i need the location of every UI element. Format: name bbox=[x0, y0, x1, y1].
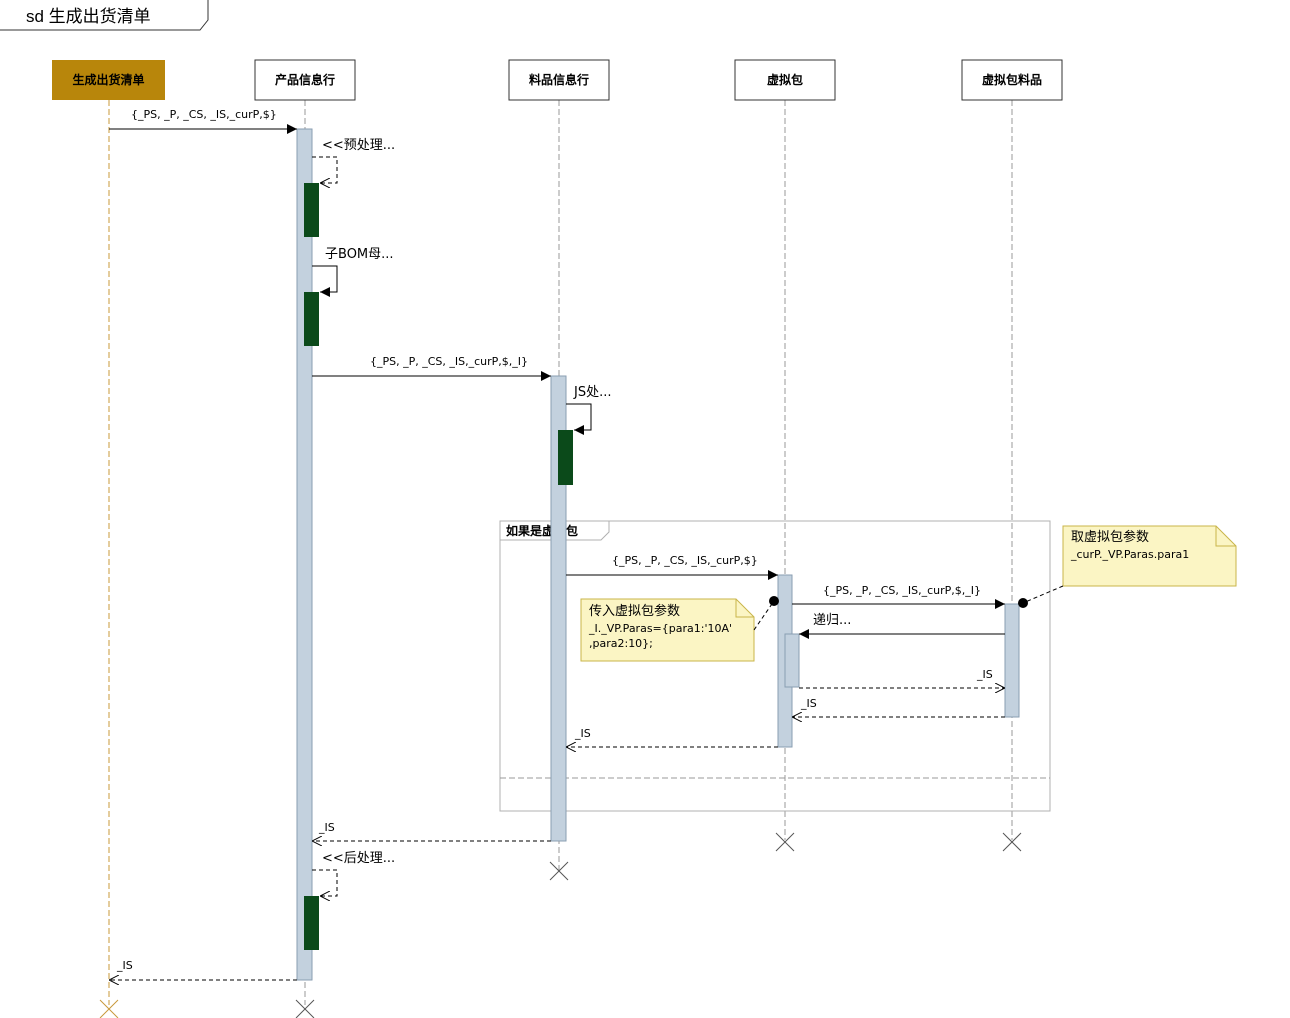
note-get-params-title: 取虚拟包参数 bbox=[1071, 529, 1149, 545]
frame-title-tab: sd 生成出货清单 bbox=[0, 0, 209, 31]
msg-3-label: {_PS, _P, _CS, _IS,_curP,$} bbox=[612, 554, 758, 567]
self-js-arrow bbox=[566, 403, 592, 435]
material-row-label: 料品信息行 bbox=[529, 72, 589, 87]
note-get-params-connector bbox=[1022, 585, 1064, 604]
return-is-3-label: _IS bbox=[574, 727, 591, 740]
self-post-arrow bbox=[312, 869, 338, 896]
virtual-pkg-head bbox=[734, 59, 836, 101]
note-get-params: 取虚拟包参数 _curP._VP.Paras.para1 bbox=[1018, 525, 1237, 608]
activations bbox=[296, 128, 1020, 981]
return-is-4-label: _IS bbox=[318, 821, 335, 834]
note-pass-params-title: 传入虚拟包参数 bbox=[589, 603, 680, 619]
destroy-marker-virtual-pkg-material bbox=[1002, 832, 1022, 852]
note-pass-params-line2: ,para2:10}; bbox=[589, 637, 653, 650]
self-activation-post bbox=[304, 896, 319, 950]
virtual-pkg-material-label: 虚拟包料品 bbox=[982, 72, 1042, 87]
activation-virtual-pkg-recursive bbox=[784, 633, 800, 688]
messages: {_PS, _P, _CS, _IS,_curP,$} <<预处理... 子BO… bbox=[109, 108, 1005, 980]
note-get-params-box bbox=[1062, 525, 1237, 587]
product-row-head bbox=[254, 59, 356, 101]
note-pass-params-connector bbox=[753, 600, 775, 631]
self-activation-pre bbox=[304, 183, 319, 237]
self-bom-arrow bbox=[312, 265, 338, 297]
activation-virtual-pkg-material bbox=[1004, 603, 1020, 718]
return-is-1-label: _IS bbox=[976, 668, 993, 681]
self-activation-js bbox=[558, 430, 573, 485]
self-pre-label: <<预处理... bbox=[322, 138, 395, 153]
activation-material-row bbox=[550, 375, 567, 842]
product-row-label: 产品信息行 bbox=[275, 72, 335, 87]
virtual-pkg-label: 虚拟包 bbox=[767, 72, 803, 87]
activation-product-row bbox=[296, 128, 313, 981]
destroy-marker-actor bbox=[99, 999, 119, 1018]
note-pass-params-line1: _I._VP.Paras={para1:'10A' bbox=[588, 622, 732, 635]
lifeline-heads: 生成出货清单 产品信息行 料品信息行 虚拟包 虚拟包料品 bbox=[52, 59, 1063, 101]
return-is-5-label: _IS bbox=[116, 959, 133, 972]
msg-4-label: {_PS, _P, _CS, _IS,_curP,$,_I} bbox=[823, 584, 981, 597]
destroy-marker-virtual-pkg bbox=[775, 832, 795, 852]
self-post-label: <<后处理... bbox=[322, 851, 395, 866]
actor-head bbox=[52, 60, 165, 100]
self-js-label: JS处... bbox=[573, 385, 611, 400]
return-is-2-label: _IS bbox=[800, 697, 817, 710]
note-pass-params-box bbox=[580, 598, 755, 662]
note-get-params-fold bbox=[1215, 526, 1236, 547]
self-pre-arrow bbox=[312, 156, 338, 183]
msg-2-label: {_PS, _P, _CS, _IS,_curP,$,_I} bbox=[370, 355, 528, 368]
destroy-marker-material-row bbox=[549, 861, 569, 881]
self-bom-label: 子BOM母... bbox=[325, 247, 394, 262]
destroy-marker-product-row bbox=[295, 999, 315, 1018]
fragment-box bbox=[499, 520, 1051, 812]
frame-title: sd 生成出货清单 bbox=[26, 7, 151, 26]
recursion-label: 递归... bbox=[813, 613, 851, 628]
msg-1-label: {_PS, _P, _CS, _IS,_curP,$} bbox=[131, 108, 277, 121]
actor-label: 生成出货清单 bbox=[72, 72, 144, 87]
note-pass-params-fold bbox=[735, 599, 754, 618]
virtual-pkg-material-head bbox=[961, 59, 1063, 101]
self-activation-bom bbox=[304, 292, 319, 346]
note-pass-params: 传入虚拟包参数 _I._VP.Paras={para1:'10A' ,para2… bbox=[580, 596, 779, 662]
note-get-params-line1: _curP._VP.Paras.para1 bbox=[1070, 548, 1189, 561]
fragment-label: 如果是虚拟包 bbox=[506, 523, 578, 538]
material-row-head bbox=[508, 59, 610, 101]
alt-fragment: 如果是虚拟包 bbox=[499, 520, 1051, 812]
note-get-params-anchor bbox=[1018, 598, 1028, 608]
destroy-markers bbox=[99, 832, 1022, 1018]
note-pass-params-anchor bbox=[769, 596, 779, 606]
